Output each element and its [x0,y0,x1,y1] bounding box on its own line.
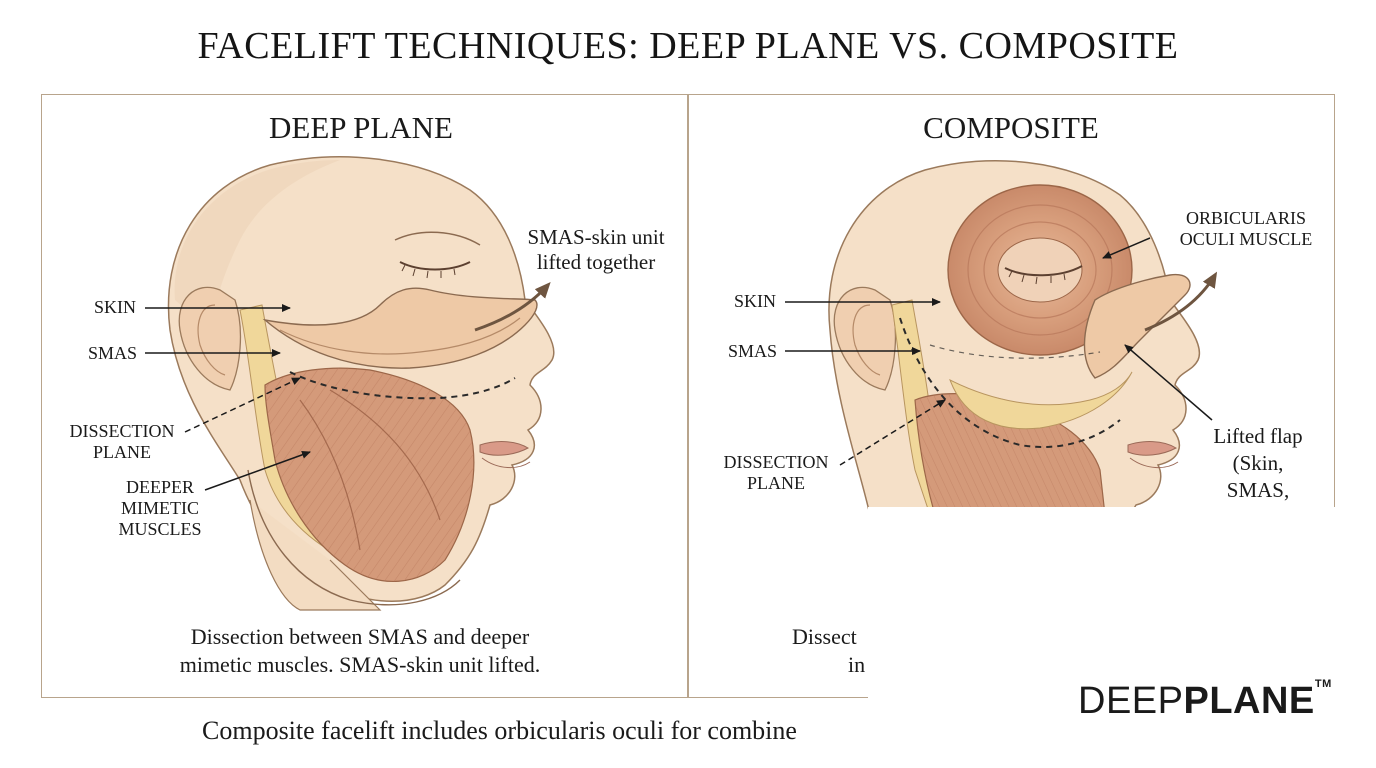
unit-label-line2: lifted together [536,250,656,274]
left-ear [178,286,242,391]
unit-label-line1: SMAS-skin unit [527,225,665,249]
skin-label-right: SKIN [734,291,777,311]
dissection-pointer-right [839,399,946,466]
left-pointer-lines [145,304,311,491]
deep-plane-caption-line2: mimetic muscles. SMAS-skin unit lifted. [179,652,541,677]
deep-plane-heading: DEEP PLANE [269,110,453,145]
orbicularis-line2: OCULI MUSCLE [1179,229,1313,249]
left-lift-arrow [474,282,551,332]
right-eye [1004,265,1083,277]
flap-line3: SMAS, [1226,478,1290,502]
dissection-pointer-left [184,377,301,433]
left-lips [479,441,530,456]
dissection-plane-label-right: DISSECTION PLANE [714,452,838,494]
deeper-mimetic-muscles-label: DEEPER MIMETIC MUSCLES [108,477,212,540]
right-lifted-flap [1083,273,1191,379]
composite-face-illustration [828,159,1218,516]
panel-divider [687,94,689,698]
deeper-label-line1: DEEPER [125,477,194,497]
page-title: FACELIFT TECHNIQUES: DEEP PLANE VS. COMP… [197,25,1179,67]
deep-plane-caption: Dissection between SMAS and deeper mimet… [155,623,565,679]
left-eye [399,261,471,271]
right-lift-arrow [1144,271,1218,332]
logo-bold-text: PLANE [1183,680,1315,722]
orbicularis-line1: ORBICULARIS [1185,208,1306,228]
dissection-label-line1: DISSECTION [69,421,175,441]
composite-caption-line2: in [848,652,866,677]
left-hair [174,160,340,330]
smas-skin-unit-label: SMAS-skin unit lifted together [518,225,674,275]
right-ear [833,286,897,391]
logo-trademark: TM [1314,678,1332,690]
lifted-flap-label: Lifted flap (Skin, SMAS, [1198,423,1318,504]
deep-plane-caption-line1: Dissection between SMAS and deeper [190,624,530,649]
composite-caption-line1: Dissect [792,624,857,649]
dissection-label-line2: PLANE [93,442,151,462]
muscle-pointer-left [204,450,311,491]
right-dissection-line [899,317,1121,448]
flap-line1: Lifted flap [1213,424,1303,448]
orbicularis-oculi-label: ORBICULARIS OCULI MUSCLE [1168,208,1324,250]
skin-label-left: SKIN [94,297,137,317]
deeper-label-line3: MUSCLES [118,519,202,539]
occluding-overlay [868,507,1376,768]
composite-caption: Dissect in [792,623,882,679]
flap-pointer [1124,344,1213,421]
right-pointer-lines [785,237,1213,466]
smas-label-right: SMAS [728,341,778,361]
composite-heading: COMPOSITE [923,110,1099,145]
dissection-right-line1: DISSECTION [723,452,829,472]
right-lips [1127,441,1178,456]
deep-plane-face-illustration [167,156,555,611]
flap-line2: (Skin, [1232,451,1284,475]
dissection-right-line2: PLANE [747,473,805,493]
logo-light-text: DEEP [1078,680,1184,722]
deeper-label-line2: MIMETIC [121,498,199,518]
dissection-plane-label-left: DISSECTION PLANE [60,421,184,463]
left-dissection-line [289,371,516,400]
footer-caption: Composite facelift includes orbicularis … [202,716,797,745]
smas-label-left: SMAS [88,343,138,363]
orbicularis-pointer [1102,237,1151,259]
